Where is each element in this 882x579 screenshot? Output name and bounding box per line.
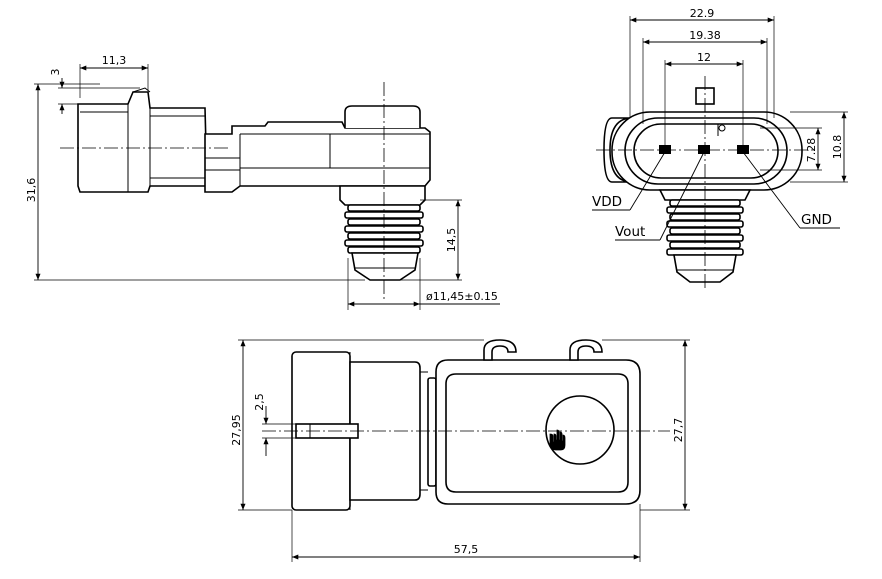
top-recess [445,373,629,493]
front-view: 22.9 19.38 12 7.28 10.8 VDD Vout GND [592,7,848,290]
pin-vout [698,145,710,154]
hand-cursor-icon [549,429,566,451]
dim-57-5: 57,5 [454,543,479,556]
base-flange [339,185,426,206]
front-housing-rim [624,117,788,185]
mounting-tab [344,105,421,128]
top-view: 2,5 27,95 27,7 57,5 [230,339,690,562]
hook-right [569,339,603,361]
connector-cavity [633,123,779,179]
pin-gnd [737,145,749,154]
label-vdd: VDD [592,194,622,210]
dim-11-3: 11,3 [102,54,127,67]
dim-3: 3 [49,69,62,76]
side-view: 11,3 3 31,6 14,5 ø11,45±0.15 [25,54,500,310]
pin-vdd [659,145,671,154]
dim-12: 12 [697,51,711,64]
dim-22-9: 22.9 [690,7,715,20]
label-gnd: GND [801,212,832,228]
dim-2-5: 2,5 [253,393,266,411]
dim-14-5: 14,5 [445,228,458,253]
dim-19-38: 19.38 [689,29,721,42]
dim-27-7: 27,7 [672,418,685,443]
sensor-main-body [204,121,431,193]
port-circle [545,395,615,465]
dim-7-28: 7.28 [805,138,818,163]
dim-10-8: 10.8 [831,135,844,160]
connector-housing [77,91,208,193]
dim-31-6: 31,6 [25,178,38,203]
hook-left [483,339,517,361]
pin-stub [295,423,359,439]
label-vout: Vout [615,224,645,240]
dim-diameter: ø11,45±0.15 [426,290,498,303]
dim-27-95: 27,95 [230,414,243,446]
top-housing [435,359,641,505]
